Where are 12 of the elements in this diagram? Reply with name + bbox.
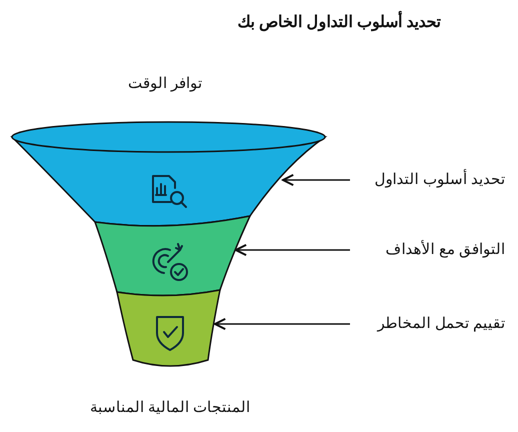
funnel-section <box>94 215 251 296</box>
arrow <box>282 174 350 186</box>
funnel-section <box>116 289 221 367</box>
step-label: التوافق مع الأهداف <box>386 240 505 258</box>
text-label: توافر الوقت <box>126 74 204 92</box>
arrow <box>234 244 350 256</box>
arrow <box>214 318 350 330</box>
funnel-section <box>11 121 326 227</box>
title: تحديد أسلوب التداول الخاص بك <box>160 12 518 32</box>
step-label: تقييم تحمل المخاطر <box>378 314 505 332</box>
text-label: المنتجات المالية المناسبة <box>88 398 252 416</box>
step-label: تحديد أسلوب التداول <box>374 170 505 188</box>
